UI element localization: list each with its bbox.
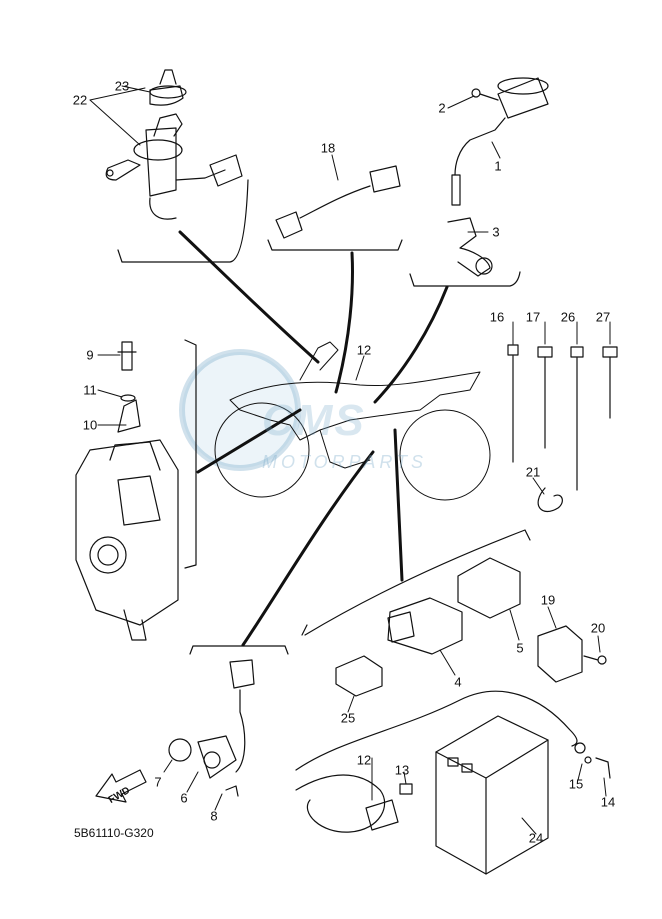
leader-carburetor	[196, 408, 302, 474]
sensor-frame	[189, 645, 289, 655]
ignition-coil-frame	[409, 271, 521, 287]
callout-18: 18	[320, 140, 336, 156]
cable-ties	[507, 344, 618, 513]
sensor	[168, 659, 255, 797]
callout-14: 14	[600, 794, 616, 810]
callout-21: 21	[525, 464, 541, 480]
battery	[435, 715, 549, 875]
wire-lead	[275, 165, 401, 239]
callout-5: 5	[516, 640, 524, 656]
wire-lead-frame	[267, 239, 403, 251]
callout-17: 17	[525, 309, 541, 325]
diagram-code: 5B61110-G320	[74, 826, 154, 840]
callout-26: 26	[560, 309, 576, 325]
ignition-coil	[447, 77, 549, 277]
callout-3: 3	[492, 224, 500, 240]
callout-1: 1	[494, 158, 502, 174]
watermark-brand: CMS	[262, 396, 366, 445]
callout-2: 2	[438, 100, 446, 116]
leader-sensor	[241, 450, 375, 647]
carburetor	[75, 439, 179, 641]
spark-plug	[117, 341, 141, 433]
leader-wire-lead	[334, 251, 354, 394]
fwd-arrow-icon	[95, 769, 147, 803]
relay-small	[335, 655, 383, 697]
callout-13: 13	[394, 762, 410, 778]
rectifier-cover	[457, 557, 521, 619]
electrical-box-frame	[301, 529, 531, 636]
callout-11: 11	[83, 382, 97, 398]
callout-25: 25	[340, 710, 356, 726]
callout-12-top: 12	[356, 342, 372, 358]
callout-7: 7	[154, 774, 162, 790]
carburetor-frame	[184, 339, 197, 569]
callout-20: 20	[590, 620, 606, 636]
wire-harness	[295, 690, 578, 833]
callout-leaders	[89, 85, 611, 835]
callout-27: 27	[595, 309, 611, 325]
callout-15: 15	[568, 776, 584, 792]
callout-10: 10	[82, 417, 98, 433]
relay	[537, 625, 607, 683]
leader-ignition-coil	[373, 285, 449, 404]
cdi-unit	[387, 597, 463, 655]
callout-19: 19	[540, 592, 556, 608]
callout-12-bottom: 12	[356, 752, 372, 768]
callout-9: 9	[86, 347, 94, 363]
watermark-subtitle: MOTORPARTS	[262, 452, 428, 472]
callout-24: 24	[528, 830, 544, 846]
ignition-switch-frame	[117, 179, 249, 263]
leader-electrical-box	[393, 428, 404, 582]
callout-6: 6	[180, 790, 188, 806]
callout-4: 4	[454, 674, 462, 690]
motorcycle-outline	[214, 341, 491, 501]
bolt-washer	[574, 742, 611, 779]
callout-8: 8	[210, 808, 218, 824]
callout-16: 16	[489, 309, 505, 325]
callout-22: 22	[72, 92, 88, 108]
leader-ignition	[178, 230, 320, 364]
callout-23: 23	[114, 78, 130, 94]
